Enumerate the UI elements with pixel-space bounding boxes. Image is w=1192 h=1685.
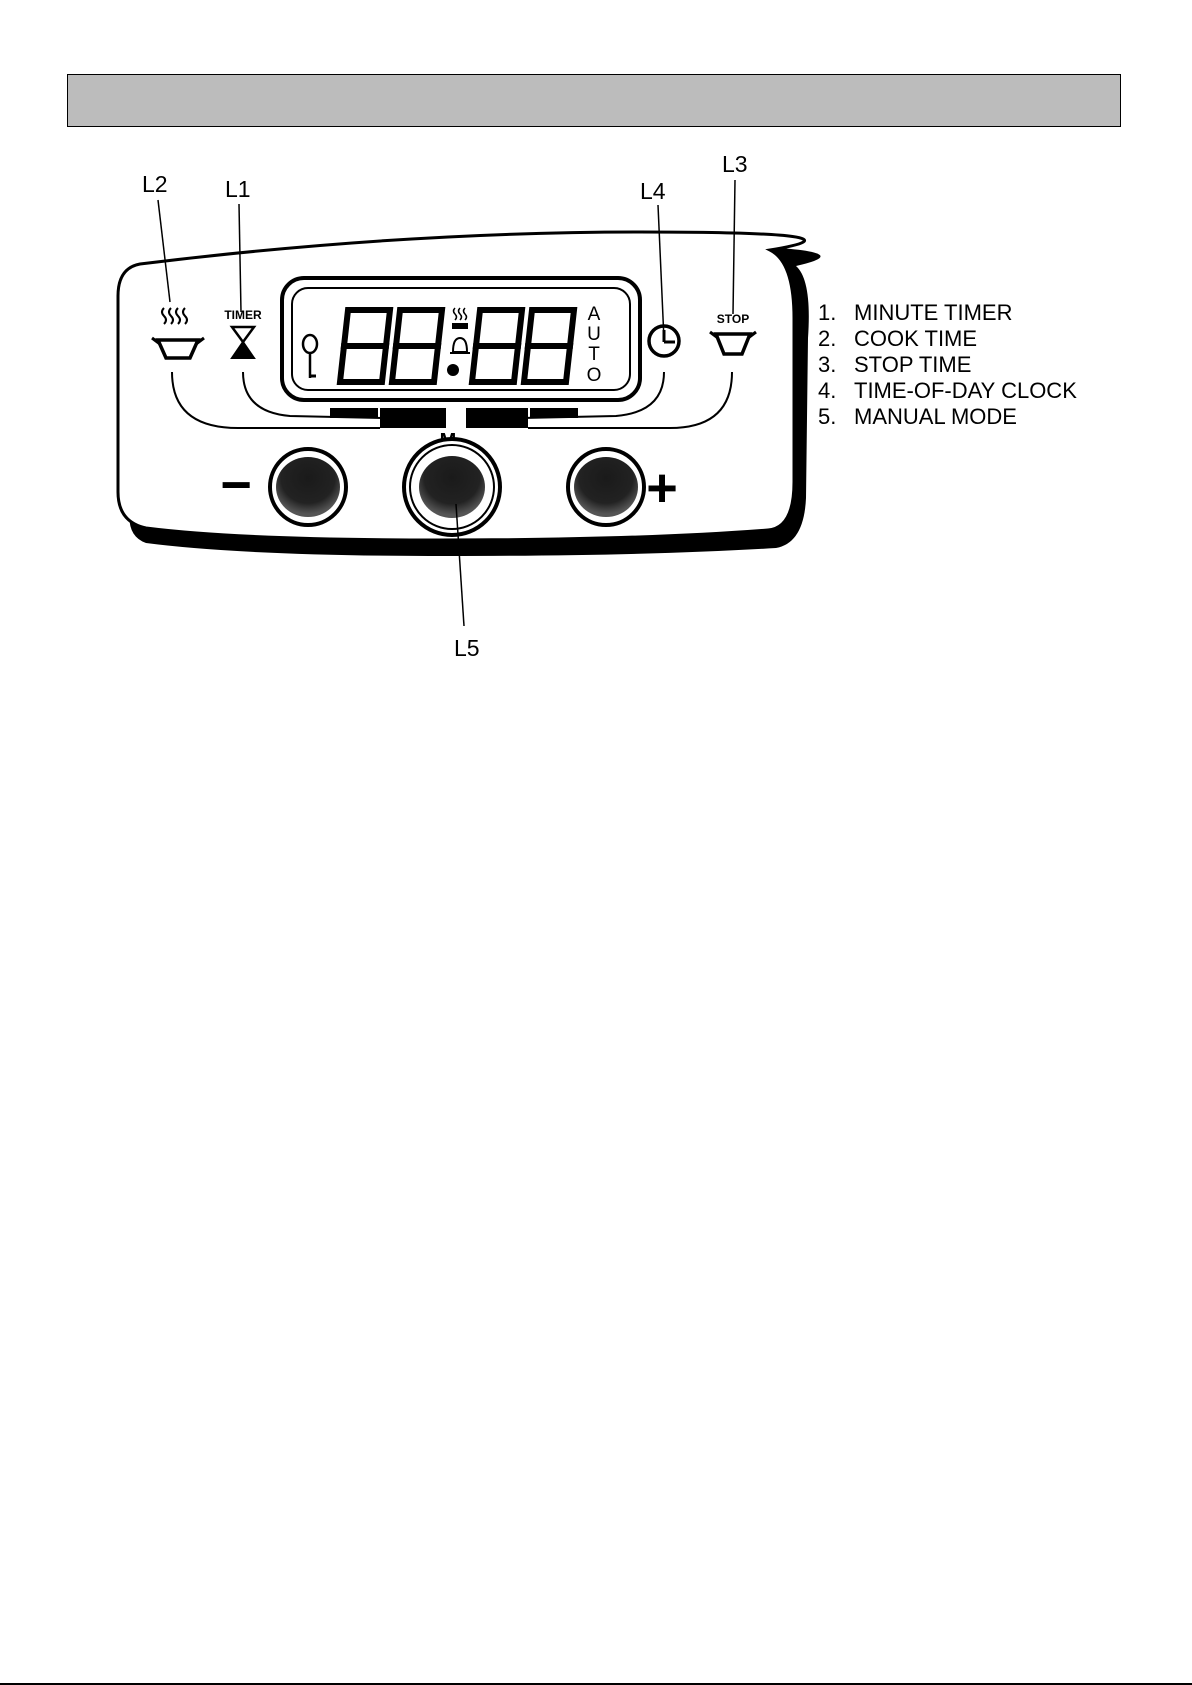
legend: 1.MINUTE TIMER 2.COOK TIME 3.STOP TIME 4… — [818, 300, 1077, 430]
legend-item: 3.STOP TIME — [818, 352, 1077, 378]
callout-l5: L5 — [454, 635, 480, 661]
legend-text: TIME-OF-DAY CLOCK — [854, 378, 1077, 403]
legend-text: COOK TIME — [854, 326, 977, 351]
legend-item: 5.MANUAL MODE — [818, 404, 1077, 430]
plus-symbol: + — [646, 458, 678, 518]
legend-text: MINUTE TIMER — [854, 300, 1012, 325]
callout-l1: L1 — [225, 176, 251, 202]
legend-text: MANUAL MODE — [854, 404, 1017, 429]
stop-label: STOP — [717, 312, 749, 326]
manual-mode-button[interactable] — [404, 439, 500, 535]
timer-label: TIMER — [224, 308, 262, 322]
colon-dot — [447, 364, 459, 376]
auto-letter-o: O — [587, 365, 602, 386]
callout-l2: L2 — [142, 171, 168, 197]
auto-letter-t: T — [588, 344, 600, 365]
plus-button[interactable] — [568, 449, 644, 525]
callout-l3: L3 — [722, 151, 748, 177]
legend-num: 2. — [818, 326, 854, 352]
legend-num: 1. — [818, 300, 854, 326]
legend-item: 1.MINUTE TIMER — [818, 300, 1077, 326]
legend-num: 4. — [818, 378, 854, 404]
legend-item: 2.COOK TIME — [818, 326, 1077, 352]
auto-letter-a: A — [588, 304, 601, 325]
legend-num: 3. — [818, 352, 854, 378]
minus-button[interactable] — [270, 449, 346, 525]
callout-l4: L4 — [640, 178, 666, 204]
colon-bar — [452, 323, 468, 329]
auto-letter-u: U — [587, 324, 601, 345]
legend-num: 5. — [818, 404, 854, 430]
legend-text: STOP TIME — [854, 352, 971, 377]
legend-item: 4.TIME-OF-DAY CLOCK — [818, 378, 1077, 404]
minus-symbol: − — [220, 455, 252, 515]
